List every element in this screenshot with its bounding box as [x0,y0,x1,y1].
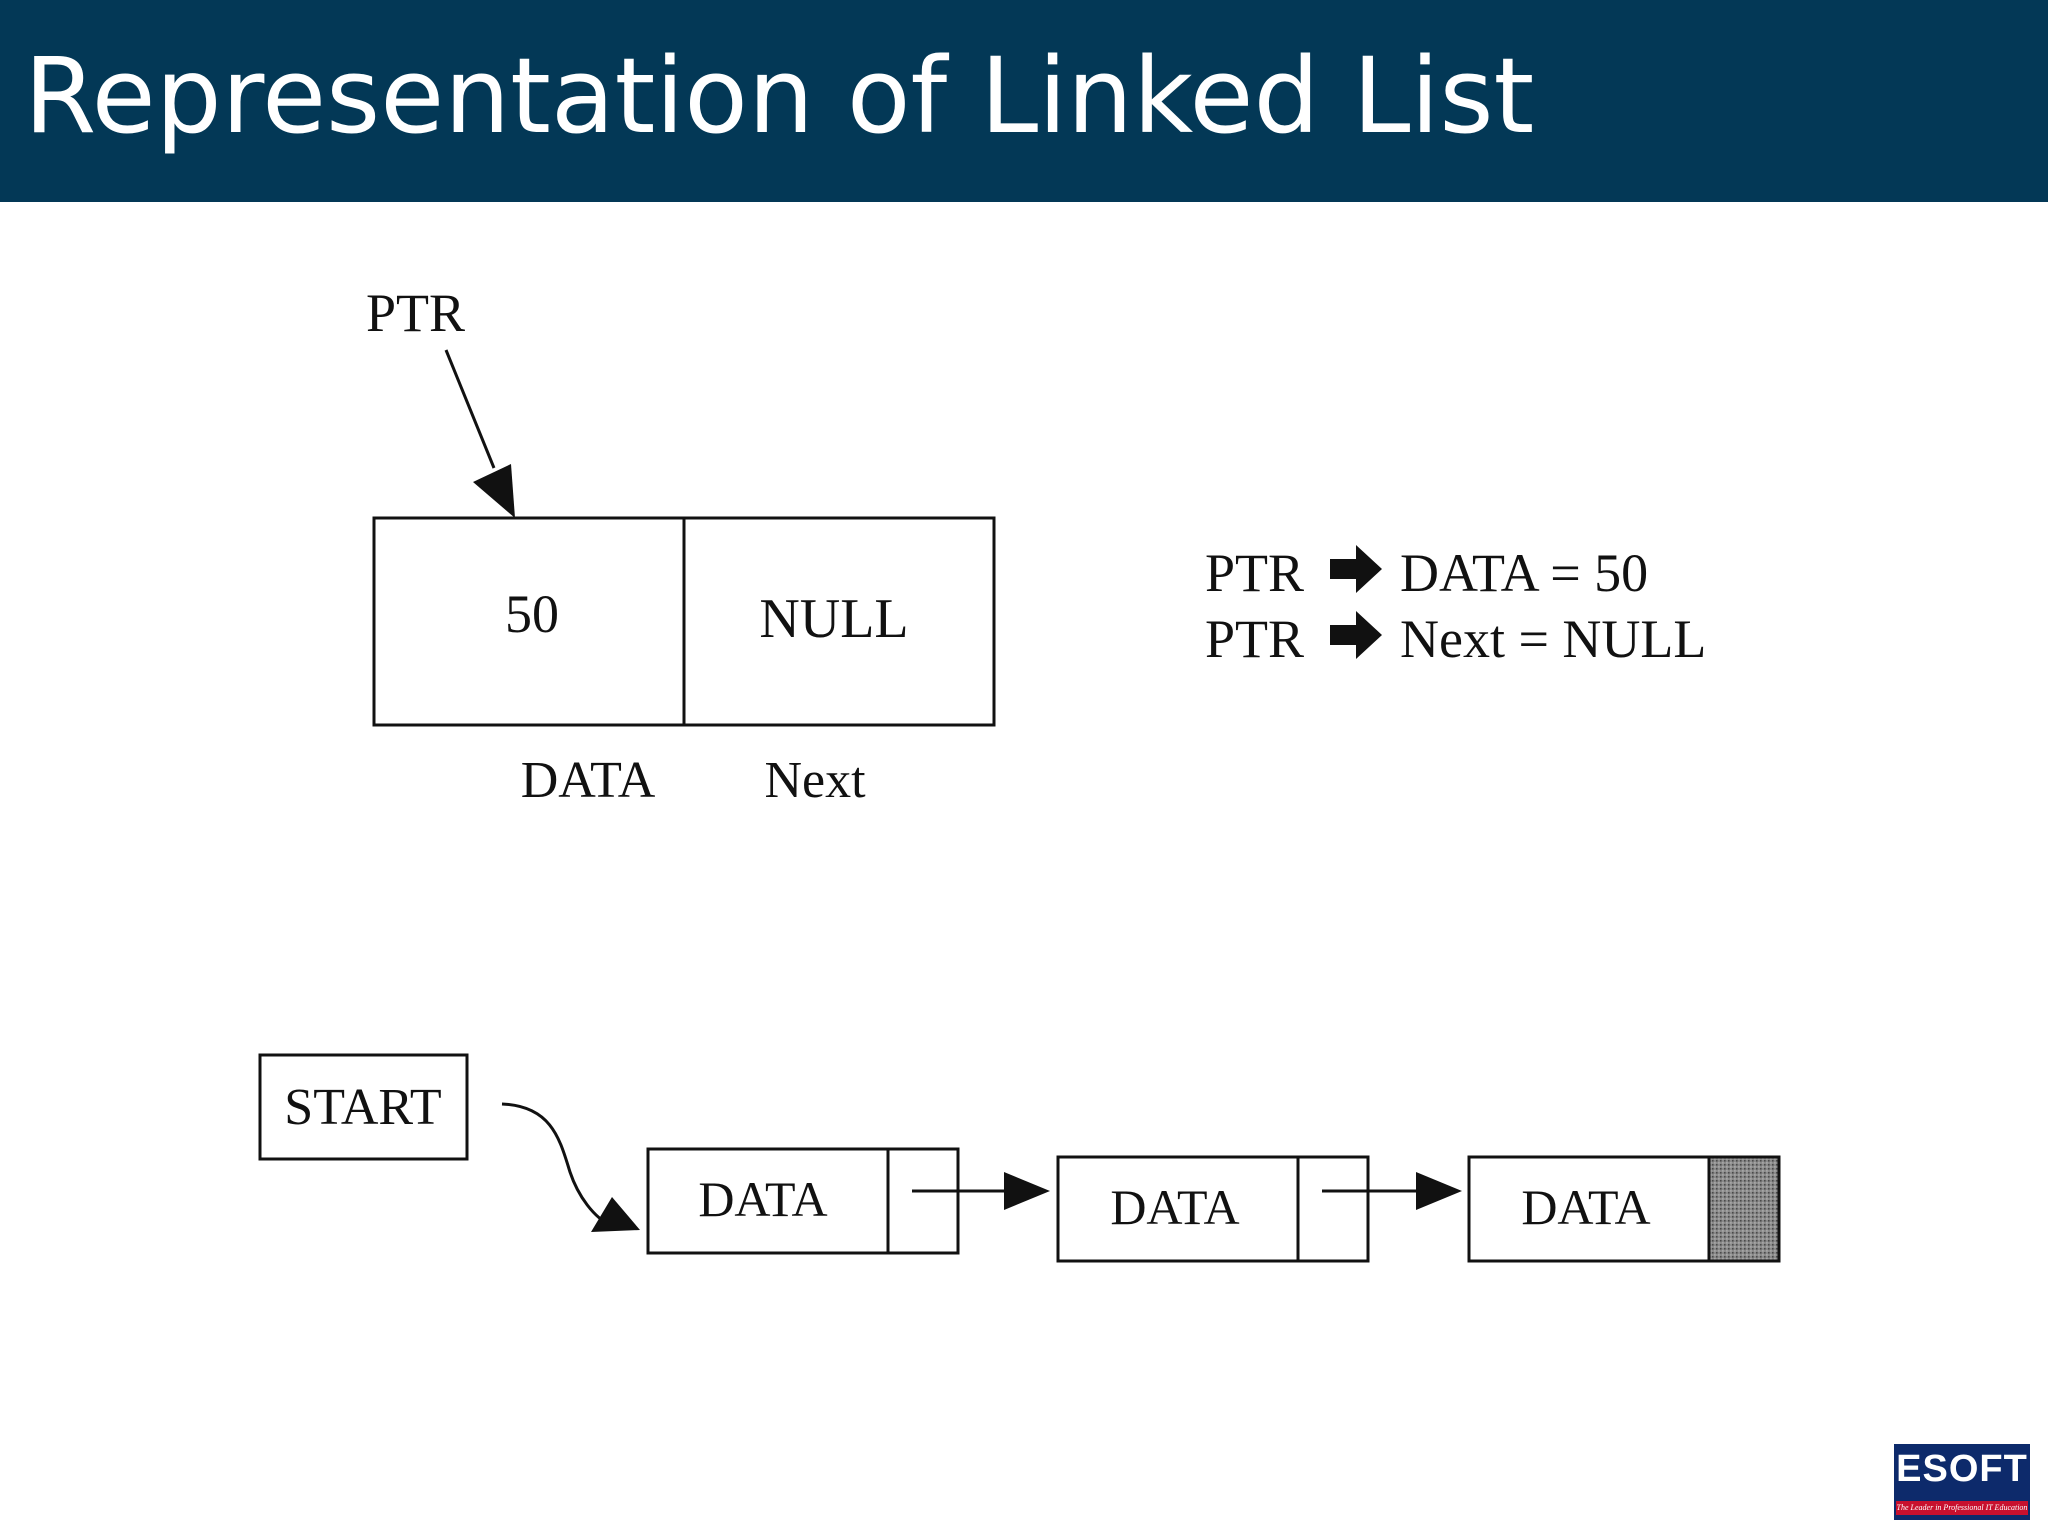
expr-2-pointer: PTR [1205,609,1304,669]
expressions-group: PTR DATA = 50 PTR Next = NULL [1205,543,1706,669]
node-data-value: 50 [505,584,559,644]
chain-node: DATA [646,1147,960,1255]
chain-node-next-cell [1296,1155,1370,1263]
chain-node: DATA [1467,1155,1781,1263]
ptr-arrow-line [444,349,496,469]
chain-node-data: DATA [1110,1179,1239,1235]
expr-1-field: DATA = 50 [1400,543,1648,603]
chain-node: DATA [1056,1155,1370,1263]
linked-chain-group: START DATA DATA DATA [258,1053,1781,1263]
ptr-arrowhead [473,464,515,518]
title-bar: Representation of Linked List [0,0,2048,202]
esoft-logo: ESOFT The Leader in Professional IT Educ… [1894,1444,2030,1520]
single-node-group: PTR 50 NULL DATA Next [366,283,996,809]
expr-2-field: Next = NULL [1400,609,1706,669]
start-box [258,1053,469,1161]
data-field-label: DATA [521,752,656,809]
node-next-cell [682,516,996,727]
start-label: START [284,1079,441,1136]
ptr-label: PTR [366,283,465,343]
null-terminator-cell [1707,1155,1781,1263]
slide-title: Representation of Linked List [24,35,1535,157]
chain-node-data: DATA [698,1171,827,1227]
start-arrowhead [591,1197,640,1232]
node-next-value: NULL [759,588,908,650]
next-field-label: Next [764,752,866,809]
link-arrowhead [1416,1172,1462,1210]
chain-node-next-cell [886,1147,960,1255]
logo-wordmark: ESOFT [1896,1448,2028,1490]
start-arrow-curve [501,1102,613,1228]
chain-node-data: DATA [1521,1179,1650,1235]
expr-1-pointer: PTR [1205,543,1304,603]
arrow-icon [1330,545,1382,593]
logo-tagline: The Leader in Professional IT Education [1896,1501,2028,1515]
link-arrowhead [1004,1172,1050,1210]
arrow-icon [1330,611,1382,659]
